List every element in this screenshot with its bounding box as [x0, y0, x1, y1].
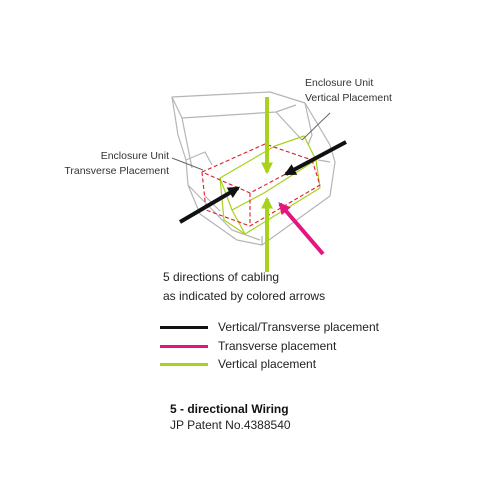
transverse-enclosure-unit [201, 143, 321, 227]
transverse-placement-callout: Enclosure Unit Transverse Placement [60, 149, 169, 179]
caption-line2: as indicated by colored arrows [163, 289, 326, 303]
black-arrow-upper-right [283, 140, 347, 176]
legend-label: Vertical placement [218, 357, 317, 371]
title-block: 5 - directional Wiring JP Patent No.4388… [170, 401, 291, 433]
black-arrow-lower-left [178, 186, 241, 224]
transverse-callout-leader [171, 157, 204, 171]
cabinet-outline [171, 91, 336, 246]
legend-label: Vertical/Transverse placement [218, 320, 379, 334]
legend-swatch [160, 344, 208, 348]
vertical-enclosure-unit [219, 135, 321, 235]
vertical-callout-leader [301, 112, 331, 141]
legend-label: Transverse placement [218, 338, 337, 353]
transverse-callout-line1: Enclosure Unit [100, 150, 169, 162]
legend-swatch [160, 363, 208, 366]
vertical-callout-line1: Enclosure Unit [305, 77, 374, 89]
vertical-callout-line2: Vertical Placement [305, 92, 392, 104]
legend-swatch [160, 326, 208, 329]
patent-number: JP Patent No.4388540 [170, 418, 291, 432]
magenta-arrow [278, 202, 325, 256]
transverse-callout-line2: Transverse Placement [64, 165, 169, 177]
cabling-caption: 5 directions of cabling as indicated by … [163, 268, 325, 306]
caption-line1: 5 directions of cabling [163, 270, 280, 284]
diagram-title: 5 - directional Wiring [170, 402, 289, 416]
vertical-placement-callout: Enclosure Unit Vertical Placement [305, 76, 392, 106]
